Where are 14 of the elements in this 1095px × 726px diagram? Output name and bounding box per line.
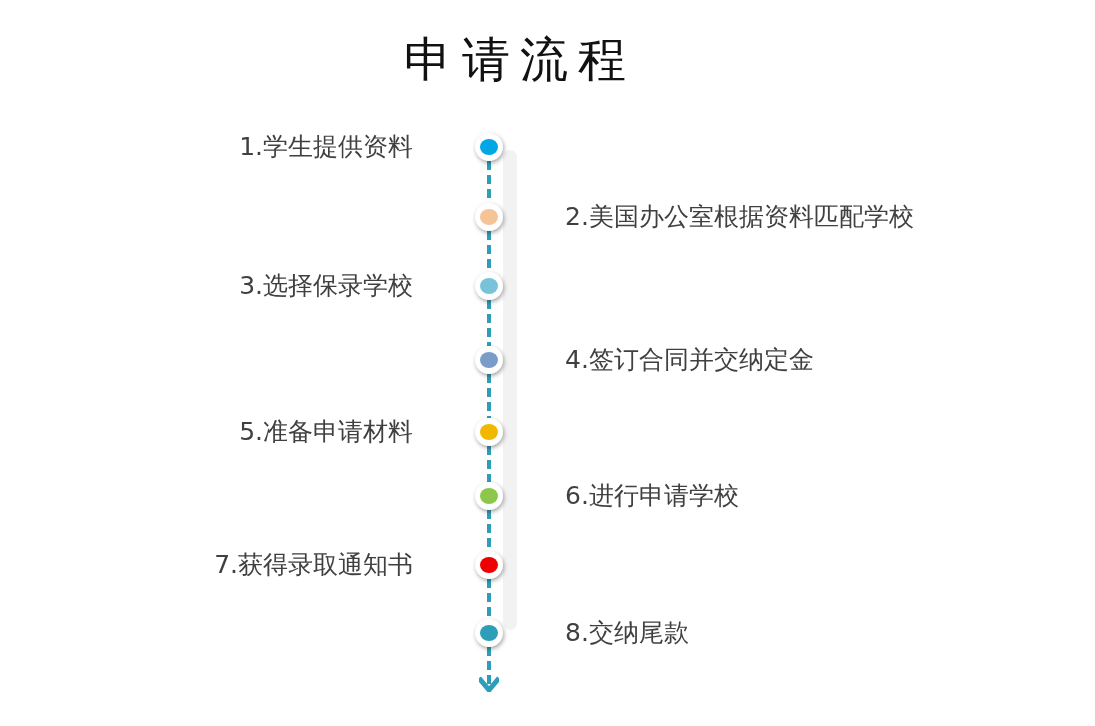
dashed-connector — [487, 374, 491, 418]
step-label: 5.准备申请材料 — [239, 418, 413, 446]
title: 申请流程 — [403, 30, 637, 89]
dashed-connector — [487, 300, 491, 346]
dashed-connector — [487, 446, 491, 482]
step-label: 4.签订合同并交纳定金 — [565, 346, 814, 374]
dashed-connector — [487, 579, 491, 619]
step-label: 8.交纳尾款 — [565, 619, 689, 647]
step-label: 3.选择保录学校 — [239, 272, 413, 300]
step-label: 6.进行申请学校 — [565, 482, 739, 510]
step-label: 2.美国办公室根据资料匹配学校 — [565, 203, 914, 231]
step-label: 1.学生提供资料 — [239, 133, 413, 161]
step-label: 7.获得录取通知书 — [214, 551, 413, 579]
dashed-arrow — [476, 647, 502, 693]
